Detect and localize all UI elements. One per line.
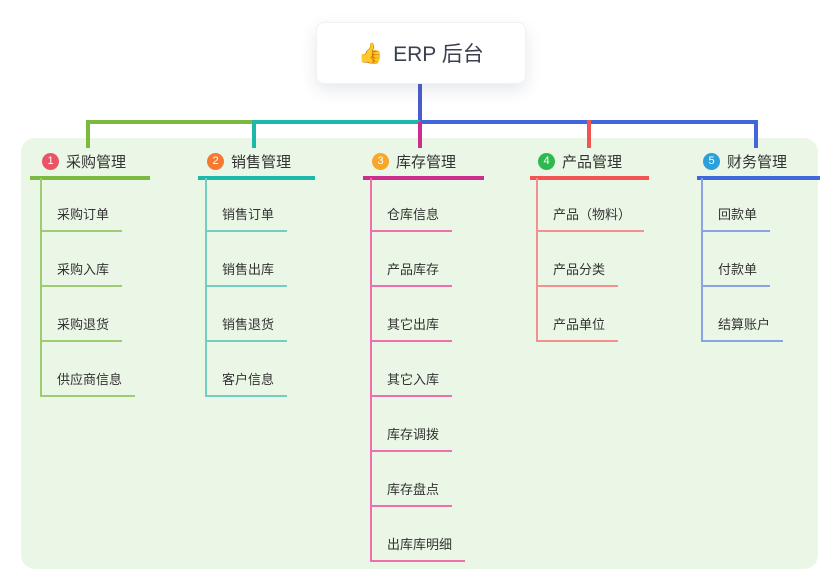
- branch-finance-node[interactable]: 5 财务管理: [697, 150, 820, 172]
- branch-label: 库存管理: [396, 153, 457, 171]
- branch-child-connector: [701, 178, 703, 341]
- branch-product-node[interactable]: 4 产品管理: [530, 150, 649, 172]
- branch-underline: [198, 176, 315, 180]
- drop-sales-line: [252, 120, 256, 148]
- branch-number-badge: 4: [538, 152, 555, 170]
- branch-inventory-node[interactable]: 3 库存管理: [363, 150, 484, 172]
- child-item[interactable]: 采购订单: [40, 206, 123, 232]
- branch-label: 销售管理: [231, 153, 292, 171]
- branch-child-connector: [40, 178, 42, 396]
- branch-sales-node[interactable]: 2 销售管理: [198, 150, 315, 172]
- branches-panel: [21, 138, 818, 569]
- branch-number-badge: 5: [703, 152, 720, 170]
- branch-underline: [30, 176, 150, 180]
- child-item[interactable]: 采购入库: [40, 261, 123, 287]
- child-item[interactable]: 产品库存: [370, 261, 453, 287]
- child-item[interactable]: 客户信息: [205, 371, 288, 397]
- branch-purchase: 1 采购管理 采购订单 采购入库 采购退货 供应商信息: [30, 150, 150, 397]
- child-item[interactable]: 销售退货: [205, 316, 288, 342]
- branch-underline: [697, 176, 820, 180]
- branch-label: 采购管理: [66, 153, 127, 171]
- child-item[interactable]: 库存盘点: [370, 481, 453, 507]
- child-item[interactable]: 供应商信息: [40, 371, 136, 397]
- branch-number-badge: 2: [207, 152, 224, 170]
- child-item[interactable]: 回款单: [701, 206, 771, 232]
- drop-inventory-line: [418, 122, 422, 148]
- child-item[interactable]: 产品（物料）: [536, 206, 645, 232]
- drop-product-line: [587, 120, 591, 148]
- child-item[interactable]: 仓库信息: [370, 206, 453, 232]
- branch-number-badge: 3: [372, 152, 389, 170]
- thumbs-up-icon: 👍: [358, 42, 384, 65]
- root-stem-line: [418, 82, 422, 122]
- child-item[interactable]: 销售订单: [205, 206, 288, 232]
- branch-sales: 2 销售管理 销售订单 销售出库 销售退货 客户信息: [198, 150, 315, 397]
- branch-child-connector: [536, 178, 538, 341]
- child-item[interactable]: 其它出库: [370, 316, 453, 342]
- branch-inventory: 3 库存管理 仓库信息 产品库存 其它出库 其它入库 库存调拨 库存盘点 出库库…: [363, 150, 484, 562]
- branch-child-connector: [370, 178, 372, 561]
- branch-underline: [530, 176, 649, 180]
- branch-number-badge: 1: [42, 152, 59, 170]
- child-item[interactable]: 产品单位: [536, 316, 619, 342]
- drop-finance-line: [754, 120, 758, 148]
- branch-label: 财务管理: [727, 153, 788, 171]
- branch-child-connector: [205, 178, 207, 396]
- child-item[interactable]: 付款单: [701, 261, 771, 287]
- child-item[interactable]: 结算账户: [701, 316, 784, 342]
- root-node[interactable]: 👍 ERP 后台: [316, 22, 526, 84]
- branch-purchase-node[interactable]: 1 采购管理: [30, 150, 150, 172]
- branch-finance: 5 财务管理 回款单 付款单 结算账户: [697, 150, 820, 342]
- child-item[interactable]: 销售出库: [205, 261, 288, 287]
- child-item[interactable]: 库存调拨: [370, 426, 453, 452]
- child-item[interactable]: 其它入库: [370, 371, 453, 397]
- connector-sales-line: [254, 120, 420, 124]
- child-item[interactable]: 产品分类: [536, 261, 619, 287]
- child-item[interactable]: 采购退货: [40, 316, 123, 342]
- child-item[interactable]: 出库库明细: [370, 536, 466, 562]
- root-title: ERP 后台: [393, 43, 484, 66]
- branch-underline: [363, 176, 484, 180]
- branch-product: 4 产品管理 产品（物料） 产品分类 产品单位: [530, 150, 649, 342]
- branch-label: 产品管理: [562, 153, 623, 171]
- drop-purchase-line: [86, 120, 90, 148]
- connector-purchase-line: [86, 120, 254, 124]
